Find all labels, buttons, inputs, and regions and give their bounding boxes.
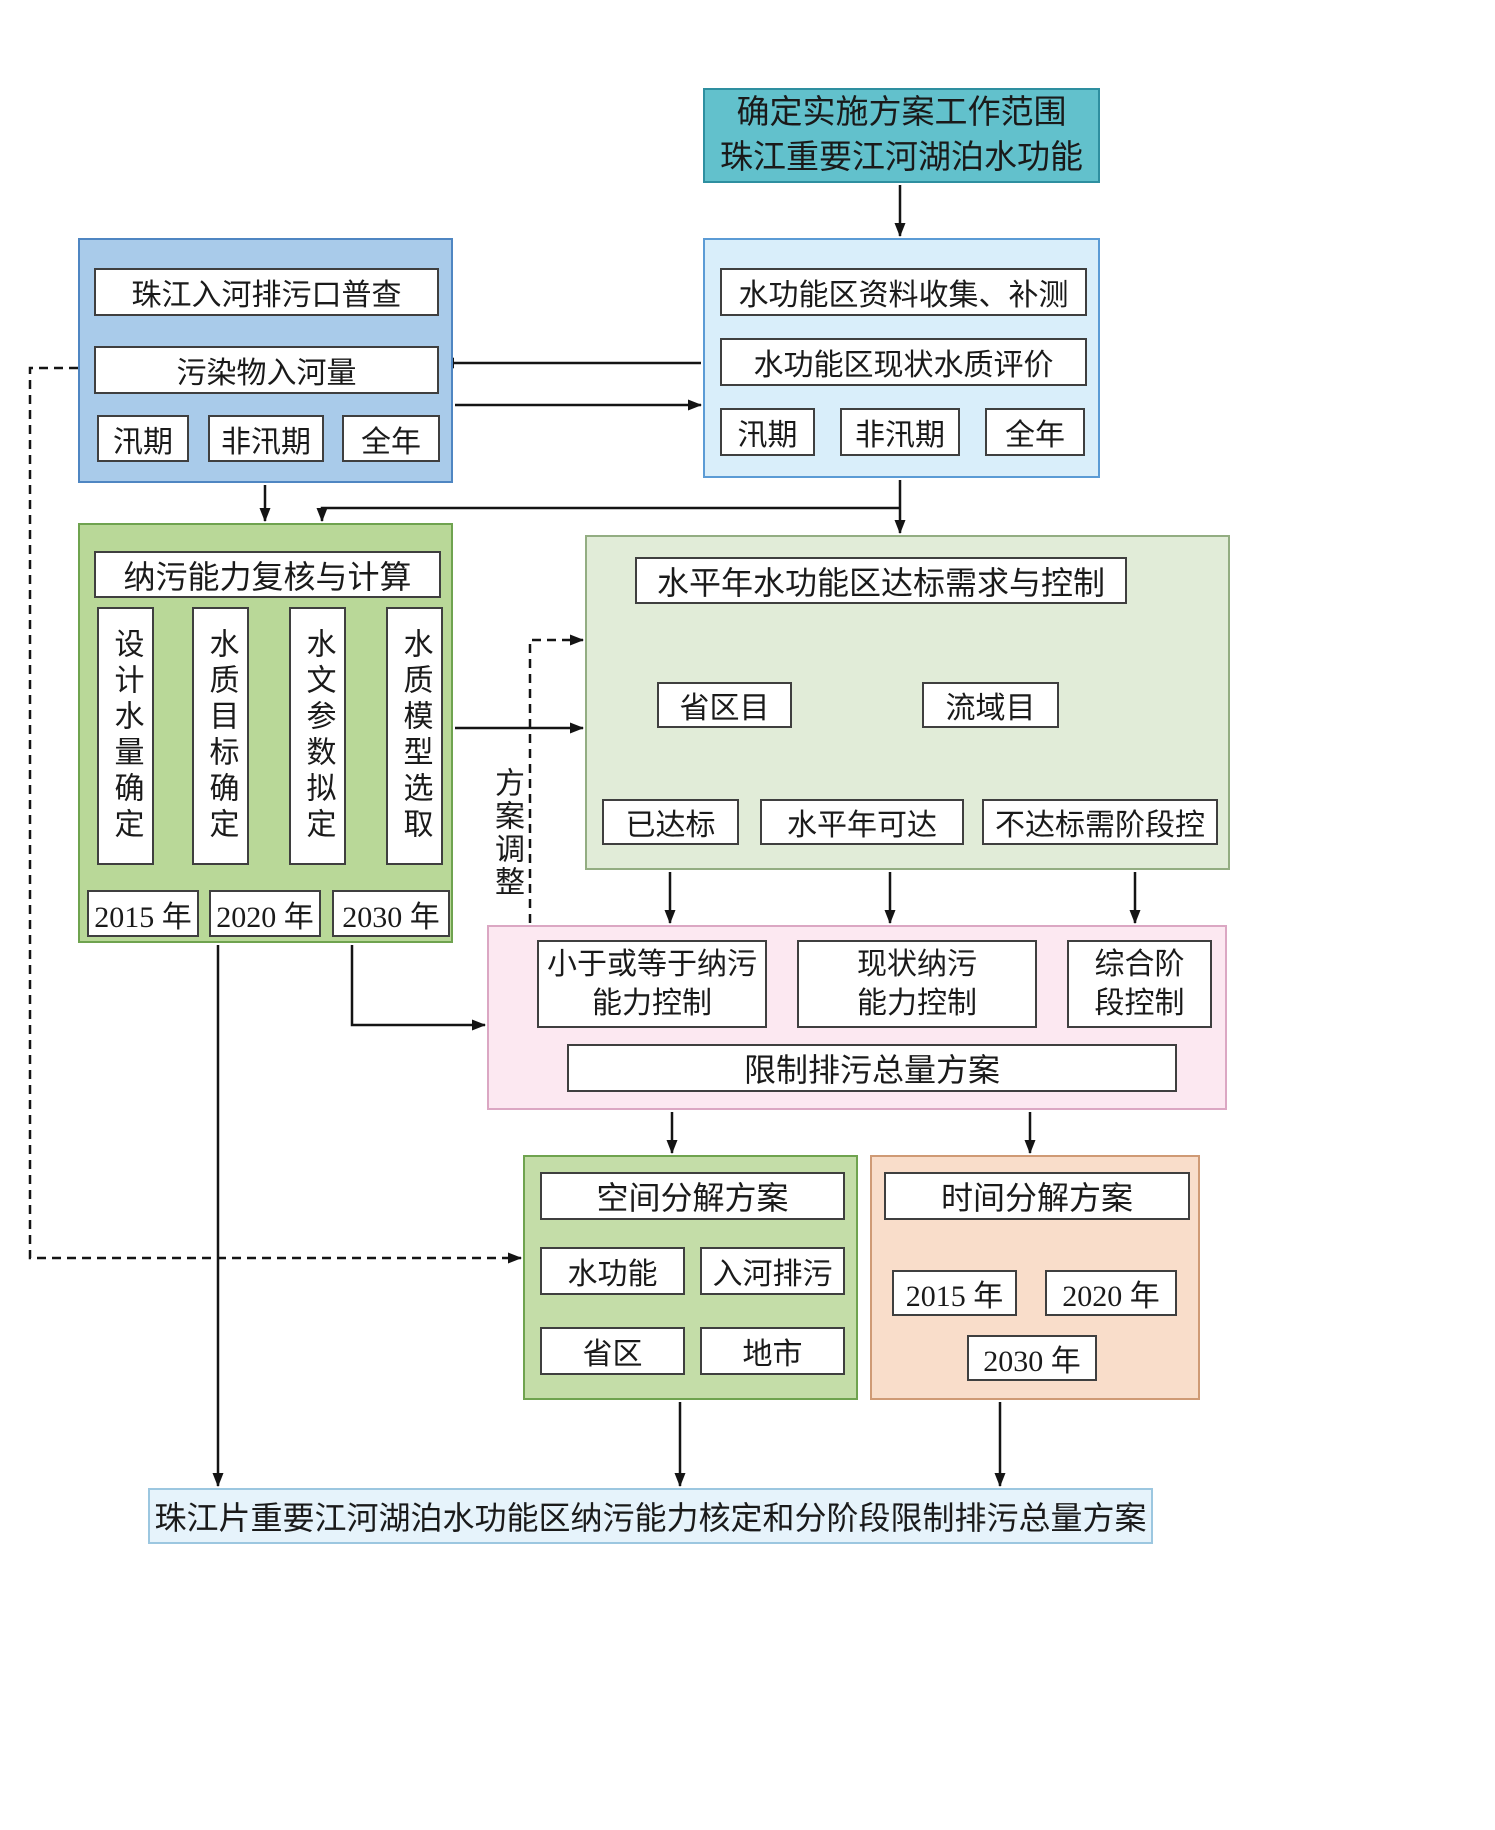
capacity-col-hydrology-params: 水文参数拟定 [289, 607, 346, 865]
temporal-year-2020: 2020 年 [1045, 1270, 1177, 1316]
final-box: 珠江片重要江河湖泊水功能区纳污能力核定和分阶段限制排污总量方案 [148, 1488, 1153, 1544]
capacity-year-2030: 2030 年 [332, 890, 450, 937]
capacity-col-model-selection: 水质模型选取 [386, 607, 443, 865]
adjustment-label: 方案调整 [490, 766, 523, 899]
control-leq-line2: 能力控制 [592, 987, 712, 1020]
capacity-col-quality-target: 水质目标确定 [192, 607, 249, 865]
outfall-period-flood: 汛期 [97, 415, 189, 462]
control-panel: 小于或等于纳污 能力控制 现状纳污 能力控制 综合阶 段控制 限制排污总量方案 [487, 925, 1227, 1110]
capacity-title: 纳污能力复核与计算 [94, 551, 441, 598]
outcome-attainable-box: 水平年可达 [760, 799, 964, 845]
outcome-met-box: 已达标 [602, 799, 739, 845]
outfall-survey-box: 珠江入河排污口普查 [94, 268, 439, 316]
scope-line2: 珠江重要江河湖泊水功能 [720, 139, 1083, 176]
target-panel: 水平年水功能区达标需求与控制 省区目 流域目 已达标 水平年可达 不达标需阶段控 [585, 535, 1230, 870]
control-comprehensive-line1: 综合阶 [1094, 948, 1185, 981]
outfall-panel: 珠江入河排污口普查 污染物入河量 汛期 非汛期 全年 [78, 238, 453, 483]
control-leq-line1: 小于或等于纳污 [547, 948, 757, 981]
province-target-box: 省区目 [657, 682, 792, 728]
scope-box: 确定实施方案工作范围 珠江重要江河湖泊水功能 [703, 88, 1100, 183]
scope-line1: 确定实施方案工作范围 [736, 94, 1067, 131]
capacity-col-design-flow: 设计水量确定 [97, 607, 154, 865]
control-current-line2: 能力控制 [857, 987, 977, 1020]
spatial-cell-outfall: 入河排污 [700, 1247, 845, 1295]
pollutant-load-box: 污染物入河量 [94, 346, 439, 394]
collection-period-nonflood: 非汛期 [840, 408, 960, 456]
temporal-year-2015: 2015 年 [892, 1270, 1017, 1316]
outfall-period-annual: 全年 [342, 415, 440, 462]
collection-period-annual: 全年 [985, 408, 1085, 456]
target-title: 水平年水功能区达标需求与控制 [635, 557, 1127, 604]
temporal-title: 时间分解方案 [884, 1172, 1190, 1220]
total-limit-box: 限制排污总量方案 [567, 1044, 1177, 1092]
collection-panel: 水功能区资料收集、补测 水功能区现状水质评价 汛期 非汛期 全年 [703, 238, 1100, 478]
temporal-panel: 时间分解方案 2015 年 2020 年 2030 年 [870, 1155, 1200, 1400]
control-comprehensive-line2: 段控制 [1094, 987, 1185, 1020]
spatial-title: 空间分解方案 [540, 1172, 845, 1220]
quality-evaluation-box: 水功能区现状水质评价 [720, 338, 1087, 386]
capacity-year-2020: 2020 年 [209, 890, 321, 937]
data-collection-box: 水功能区资料收集、补测 [720, 268, 1087, 316]
control-leq-capacity-box: 小于或等于纳污 能力控制 [537, 940, 767, 1028]
spatial-cell-water-function: 水功能 [540, 1247, 685, 1295]
outcome-staged-box: 不达标需阶段控 [982, 799, 1218, 845]
spatial-cell-province: 省区 [540, 1327, 685, 1375]
spatial-panel: 空间分解方案 水功能 入河排污 省区 地市 [523, 1155, 858, 1400]
control-comprehensive-box: 综合阶 段控制 [1067, 940, 1212, 1028]
control-current-line1: 现状纳污 [857, 948, 977, 981]
control-current-capacity-box: 现状纳污 能力控制 [797, 940, 1037, 1028]
capacity-panel: 纳污能力复核与计算 设计水量确定 水质目标确定 水文参数拟定 水质模型选取 20… [78, 523, 453, 943]
collection-period-flood: 汛期 [720, 408, 815, 456]
spatial-cell-city: 地市 [700, 1327, 845, 1375]
temporal-year-2030: 2030 年 [967, 1335, 1097, 1381]
basin-target-box: 流域目 [922, 682, 1059, 728]
outfall-period-nonflood: 非汛期 [208, 415, 324, 462]
capacity-year-2015: 2015 年 [87, 890, 199, 937]
